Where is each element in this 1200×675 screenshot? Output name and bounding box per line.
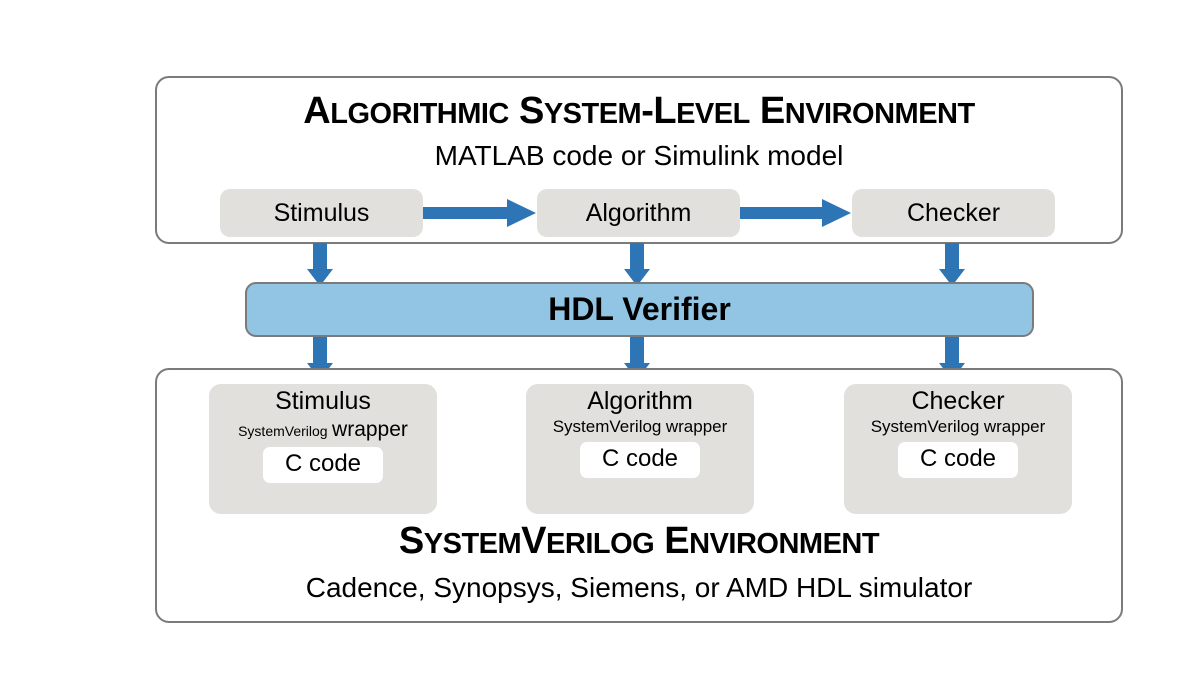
top-panel-title: ALGORITHMIC SYSTEM-LEVEL ENVIRONMENT [157,90,1121,133]
arrow-stimulus-down-to-hdl-icon [307,243,333,287]
bottom-box-checker-wrapper: SystemVerilog wrapper [870,416,1046,437]
bottom-box-stimulus-name: Stimulus [275,387,371,415]
top-panel-subtitle: MATLAB code or Simulink model [434,140,844,171]
bottom-box-algorithm-name: Algorithm [587,387,693,415]
top-title-seg-1: A [303,90,331,132]
bottom-box-algorithm-wrapper-prefix: SystemVerilog [552,416,662,436]
bottom-box-algorithm-wrapper-suffix: wrapper [665,416,728,436]
bottom-title-seg-3: V [521,520,547,562]
top-box-stimulus[interactable]: Stimulus [220,189,423,237]
bottom-title-space-1 [654,520,664,562]
top-title-space-1 [509,90,519,132]
top-title-seg-7: E [759,90,785,132]
bottom-box-algorithm-ccode[interactable]: C code [579,442,701,479]
top-title-space-2 [750,90,760,132]
bottom-title-seg-1: S [398,520,424,562]
systemverilog-environment-panel: Stimulus SystemVerilog wrapper C code Al… [155,368,1123,623]
hdl-verifier-label: HDL Verifier [548,291,731,327]
bottom-title-seg-5: E [664,520,690,562]
bottom-box-checker-ccode[interactable]: C code [897,442,1019,479]
bottom-box-checker-name: Checker [911,387,1005,415]
bottom-box-stimulus-wrapper: SystemVerilog wrapper [238,418,408,441]
bottom-box-stimulus-wrapper-suffix: wrapper [332,417,408,441]
bottom-box-checker-wrapper-prefix: SystemVerilog [870,416,980,436]
top-box-checker[interactable]: Checker [852,189,1055,237]
bottom-box-stimulus-ccode[interactable]: C code [262,446,384,483]
top-title-seg-5: -L [641,90,677,132]
top-title-seg-2: LGORITHMIC [330,98,509,130]
bottom-panel-subtitle: Cadence, Synopsys, Siemens, or AMD HDL s… [305,572,973,603]
hdl-verifier-bar[interactable]: HDL Verifier [245,282,1034,337]
bottom-box-checker[interactable]: Checker SystemVerilog wrapper C code [844,384,1072,514]
top-box-stimulus-label: Stimulus [273,198,370,227]
arrow-stimulus-to-algorithm-icon [423,198,537,228]
arrow-checker-down-to-hdl-icon [939,243,965,287]
top-title-seg-6: EVEL [676,98,750,130]
arrow-algorithm-down-to-hdl-icon [624,243,650,287]
bottom-box-algorithm-wrapper: SystemVerilog wrapper [552,416,728,437]
algorithmic-system-level-environment-panel: ALGORITHMIC SYSTEM-LEVEL ENVIRONMENT MAT… [155,76,1123,244]
bottom-title-seg-6: NVIRONMENT [689,528,880,560]
bottom-box-checker-wrapper-suffix: wrapper [983,416,1046,436]
top-box-algorithm[interactable]: Algorithm [537,189,740,237]
top-title-seg-8: NVIRONMENT [784,98,975,130]
top-title-seg-3: S [518,90,544,132]
bottom-title-seg-2: YSTEM [423,528,522,560]
top-box-checker-label: Checker [906,198,1001,227]
bottom-title-seg-4: ERILOG [546,528,655,560]
bottom-box-stimulus-wrapper-prefix: SystemVerilog [238,422,328,439]
bottom-panel-title: SYSTEMVERILOG ENVIRONMENT [157,520,1121,563]
top-box-algorithm-label: Algorithm [585,198,692,227]
top-title-seg-4: YSTEM [543,98,642,130]
bottom-box-stimulus[interactable]: Stimulus SystemVerilog wrapper C code [209,384,437,514]
arrow-algorithm-to-checker-icon [740,198,852,228]
bottom-box-algorithm[interactable]: Algorithm SystemVerilog wrapper C code [526,384,754,514]
